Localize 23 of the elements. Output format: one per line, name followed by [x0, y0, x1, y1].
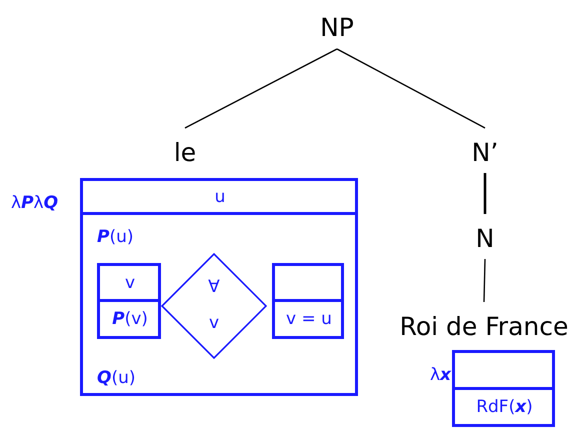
- tree-label: N: [467, 222, 503, 256]
- drs-text: u: [214, 186, 226, 210]
- tree-label: le: [165, 136, 205, 170]
- drs-text: v = u: [285, 308, 333, 332]
- drs-text: Q(u): [97, 367, 136, 390]
- drs-box: [97, 263, 161, 339]
- drs-text: P(v): [111, 308, 149, 332]
- drs-box: [272, 263, 344, 339]
- quantifier-text: ∀: [207, 276, 221, 299]
- drs-text: λPλQ: [11, 192, 60, 215]
- drs-text: v: [124, 272, 136, 296]
- drs-text: RdF(x): [475, 396, 534, 420]
- drs-text: P(u): [97, 226, 134, 249]
- tree-label: Roi de France: [393, 310, 575, 344]
- quantifier-diamond: [161, 253, 267, 359]
- tree-label: NP: [312, 10, 362, 46]
- quantifier-text: v: [208, 312, 220, 335]
- tree-branch: [483, 258, 486, 302]
- drs-text: λx: [428, 364, 451, 387]
- tree-branch: [336, 48, 486, 129]
- tree-label: N’: [462, 136, 508, 170]
- tree-branch: [484, 173, 486, 214]
- tree-branch: [184, 48, 338, 129]
